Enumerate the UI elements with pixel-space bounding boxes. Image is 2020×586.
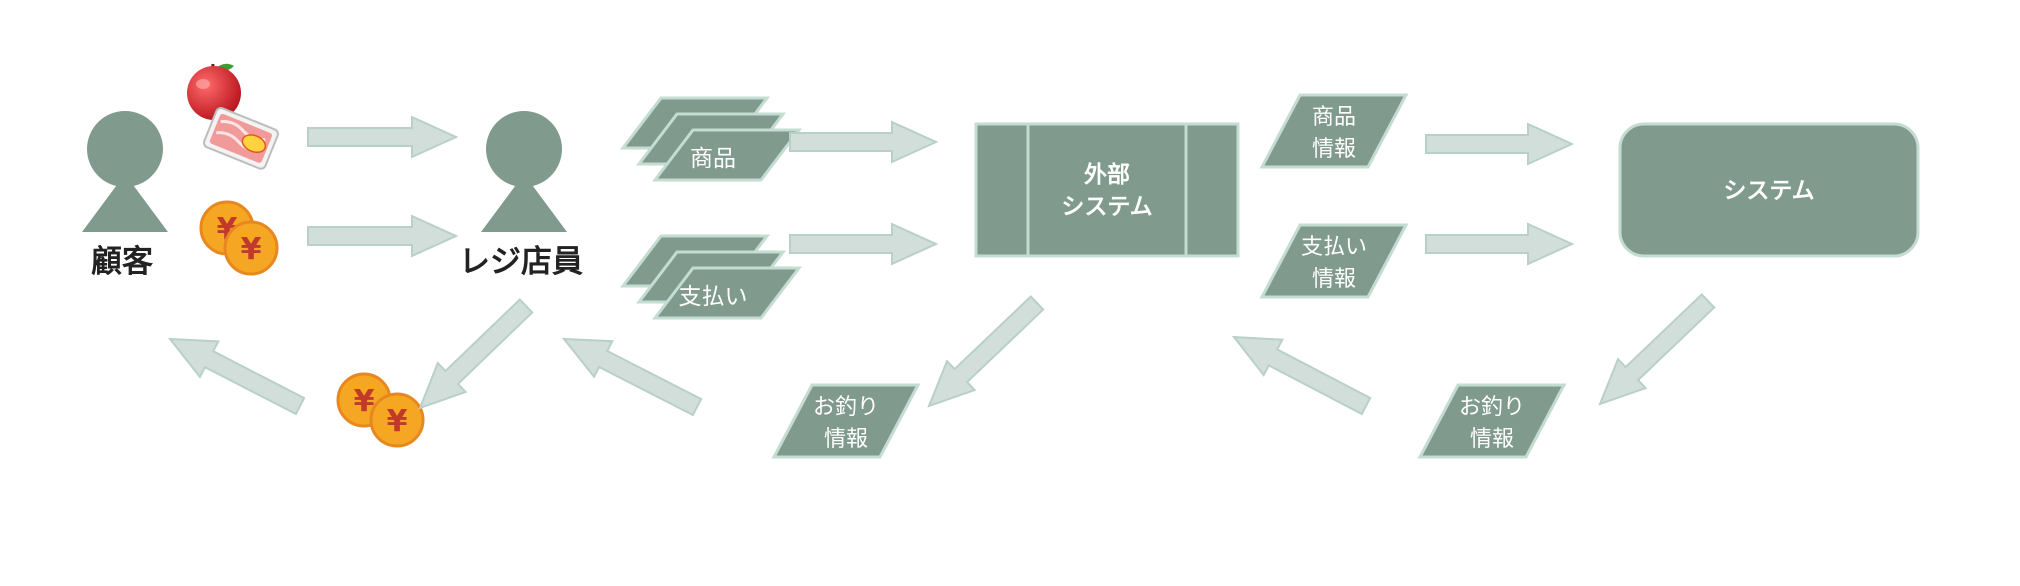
arrow-payment-info-to-system: [1425, 222, 1575, 266]
arrow-system-to-change-info: [1598, 293, 1716, 406]
change-info-right-label-line1: お釣り: [1459, 395, 1525, 420]
product-info-label-line2: 情報: [1312, 137, 1356, 162]
arrow-goods-to-cashier: [307, 115, 459, 159]
product-info: 商品 情報: [1259, 93, 1409, 169]
payment-info-label-line2: 情報: [1312, 267, 1356, 292]
goods-icon: [187, 63, 279, 170]
payment-document-label: 支払い: [679, 284, 748, 310]
yen-symbol: ¥: [387, 404, 408, 439]
yen-symbol: ¥: [354, 384, 375, 419]
customer-label: 顧客: [91, 244, 153, 280]
system-box: システム: [1618, 122, 1920, 258]
change-info-left-label-line1: お釣り: [813, 395, 879, 420]
change-yen-coins-icon: ¥ ¥: [336, 372, 425, 448]
product-document-label: 商品: [690, 146, 736, 172]
arrow-external-to-change-info: [927, 295, 1045, 408]
arrow-change-to-customer: [167, 337, 306, 416]
payment-documents: 支払い: [619, 234, 803, 320]
customer-person-icon: [82, 111, 168, 232]
external-system-label-line1: 外部: [1084, 161, 1130, 188]
arrow-cashier-to-change-coins: [418, 298, 534, 410]
payment-info-label-line1: 支払い: [1301, 235, 1367, 260]
cashier-label: レジ店員: [459, 244, 583, 280]
arrow-product-to-external: [789, 120, 939, 164]
arrow-coins-to-cashier: [307, 214, 459, 258]
arrow-payment-to-external: [789, 222, 939, 266]
yen-symbol: ¥: [241, 232, 262, 267]
flow-arrows: [167, 115, 1716, 417]
arrow-product-info-to-system: [1425, 122, 1575, 166]
cashier-person-icon: [481, 111, 567, 232]
product-info-label-line1: 商品: [1312, 105, 1356, 130]
arrow-change-info-to-external: [1231, 335, 1372, 416]
change-info-right-label-line2: 情報: [1470, 427, 1514, 452]
payment-info: 支払い 情報: [1259, 223, 1409, 299]
system-label: システム: [1723, 178, 1814, 204]
external-system-box: 外部 システム: [974, 122, 1240, 258]
change-info-left: お釣り 情報: [771, 383, 921, 459]
change-info-right: お釣り 情報: [1417, 383, 1567, 459]
external-system-label-line2: システム: [1061, 194, 1152, 220]
yen-coins-icon: ¥ ¥: [199, 200, 279, 276]
arrow-change-info-to-cashier: [561, 337, 703, 417]
product-documents: 商品: [619, 96, 803, 182]
change-info-left-label-line2: 情報: [824, 427, 868, 452]
